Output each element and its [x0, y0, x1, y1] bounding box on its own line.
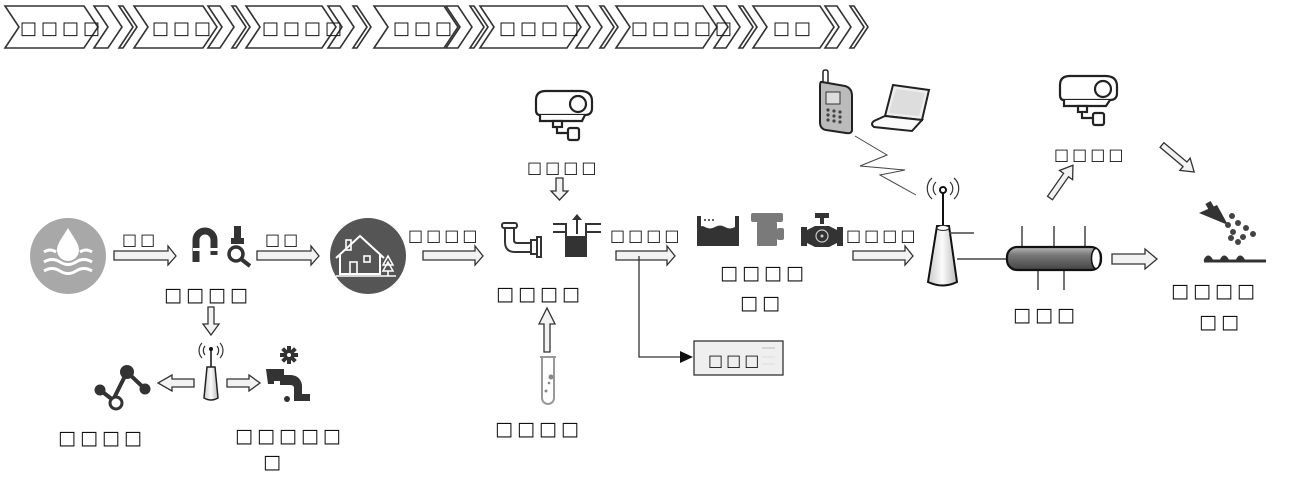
arrow-antenna-to-network	[156, 373, 195, 393]
arrow-source-to-pipe	[113, 244, 177, 267]
display-box	[693, 340, 784, 376]
arrow-treatment-to-storage	[615, 244, 676, 267]
arrow-pipe-to-house	[256, 244, 320, 267]
shower-label-line1: □□□□	[1171, 280, 1259, 302]
faucet-label-line2: □	[263, 451, 285, 473]
storage-label-line1: □□□□	[720, 262, 808, 284]
chevron-connector	[92, 5, 123, 49]
shower-label-line2: □□	[1199, 311, 1243, 333]
arrow-antenna-to-faucet	[226, 373, 262, 393]
antenna-icon-main	[926, 177, 1006, 287]
header-step-5-label: □□□□	[499, 18, 583, 39]
chevron-connector	[117, 5, 138, 49]
faucet-label-line1: □□□□□	[235, 425, 345, 447]
edge-label-treatment-to-storage: □□□□	[610, 226, 683, 245]
water-source-icon	[30, 218, 106, 294]
header-step-1-label: □□□□	[20, 18, 104, 39]
header-step-6	[614, 5, 718, 49]
pipe-sensor-icon	[1005, 226, 1103, 290]
arrow-camera-to-shower	[1159, 141, 1196, 173]
house-icon	[330, 218, 406, 294]
wireless-link-icon	[854, 135, 917, 196]
storage-label-line2: □□	[740, 292, 784, 314]
chevron-connector	[468, 5, 489, 49]
header-step-3	[244, 5, 337, 49]
camera-icon-top	[534, 89, 594, 142]
pipe-elbow-icon	[501, 222, 542, 258]
camera-top-label: □□□□	[527, 158, 600, 177]
network-graph-icon	[94, 365, 151, 411]
chevron-connector	[444, 5, 473, 49]
shower-icon	[1199, 201, 1266, 263]
water-tank-icon	[697, 216, 739, 246]
pump-icon	[751, 213, 784, 246]
edge-label-pipe-to-house: □□	[265, 230, 302, 249]
header-step-2	[132, 5, 218, 49]
chevron-connector	[823, 5, 852, 49]
header-step-7	[751, 5, 835, 49]
faucet-gear-icon	[266, 346, 310, 402]
arrow-sampling-to-treatment	[537, 306, 557, 353]
chevron-connector	[574, 5, 603, 49]
pipe-inspection-icon	[192, 226, 252, 268]
chevron-connector	[326, 5, 355, 49]
camera-icon-right	[1058, 74, 1119, 127]
arrow-house-to-treatment	[422, 244, 484, 267]
connector-arrowhead	[680, 351, 693, 363]
arrow-storage-to-antenna	[852, 244, 914, 267]
connector-to-display	[638, 256, 680, 358]
sampling-label: □□□□	[495, 418, 583, 440]
edge-label-house-to-treatment: □□□□	[408, 226, 481, 245]
chevron-connector	[351, 5, 372, 49]
tank-outflow-icon	[553, 214, 601, 257]
header-step-6-label: □□□□□	[631, 18, 736, 39]
chevron-connector	[848, 5, 869, 49]
antenna-icon-local	[198, 342, 224, 401]
chevron-connector	[206, 5, 235, 49]
edge-label-source-to-pipe: □□	[122, 230, 159, 249]
header-step-5	[478, 5, 582, 49]
process-header: □□□□ □□□ □□□□ □□□ □□□□ □□□□□ □□	[3, 5, 869, 49]
chevron-connector	[230, 5, 251, 49]
arrow-pipe-to-antenna	[201, 306, 221, 337]
laptop-icon	[871, 83, 931, 133]
chevron-connector	[712, 5, 741, 49]
test-tube-icon	[540, 356, 556, 405]
header-step-4-label: □□□	[393, 18, 456, 39]
header-step-7-label: □□	[773, 18, 815, 39]
pipeline-label: □□□	[1013, 304, 1079, 326]
network-label: □□□□	[58, 427, 146, 449]
arrow-camera-to-treatment	[549, 177, 570, 201]
display-box-label: □□□	[708, 351, 763, 370]
header-step-4	[372, 5, 459, 49]
header-step-1	[3, 5, 99, 49]
treatment-label: □□□□	[496, 283, 584, 305]
valve-icon	[801, 213, 843, 247]
chevron-connector	[598, 5, 619, 49]
edge-label-storage-to-antenna: □□□□	[846, 226, 919, 245]
pipe-inspection-label: □□□□	[164, 284, 252, 306]
header-step-2-label: □□□	[152, 18, 215, 39]
camera-right-label: □□□□	[1054, 145, 1127, 164]
arrow-pipeline-to-shower	[1111, 247, 1159, 271]
header-step-3-label: □□□□	[262, 18, 346, 39]
arrow-pipeline-to-camera	[1046, 164, 1074, 201]
chevron-connector	[737, 5, 758, 49]
mobile-phone-icon	[819, 69, 853, 135]
